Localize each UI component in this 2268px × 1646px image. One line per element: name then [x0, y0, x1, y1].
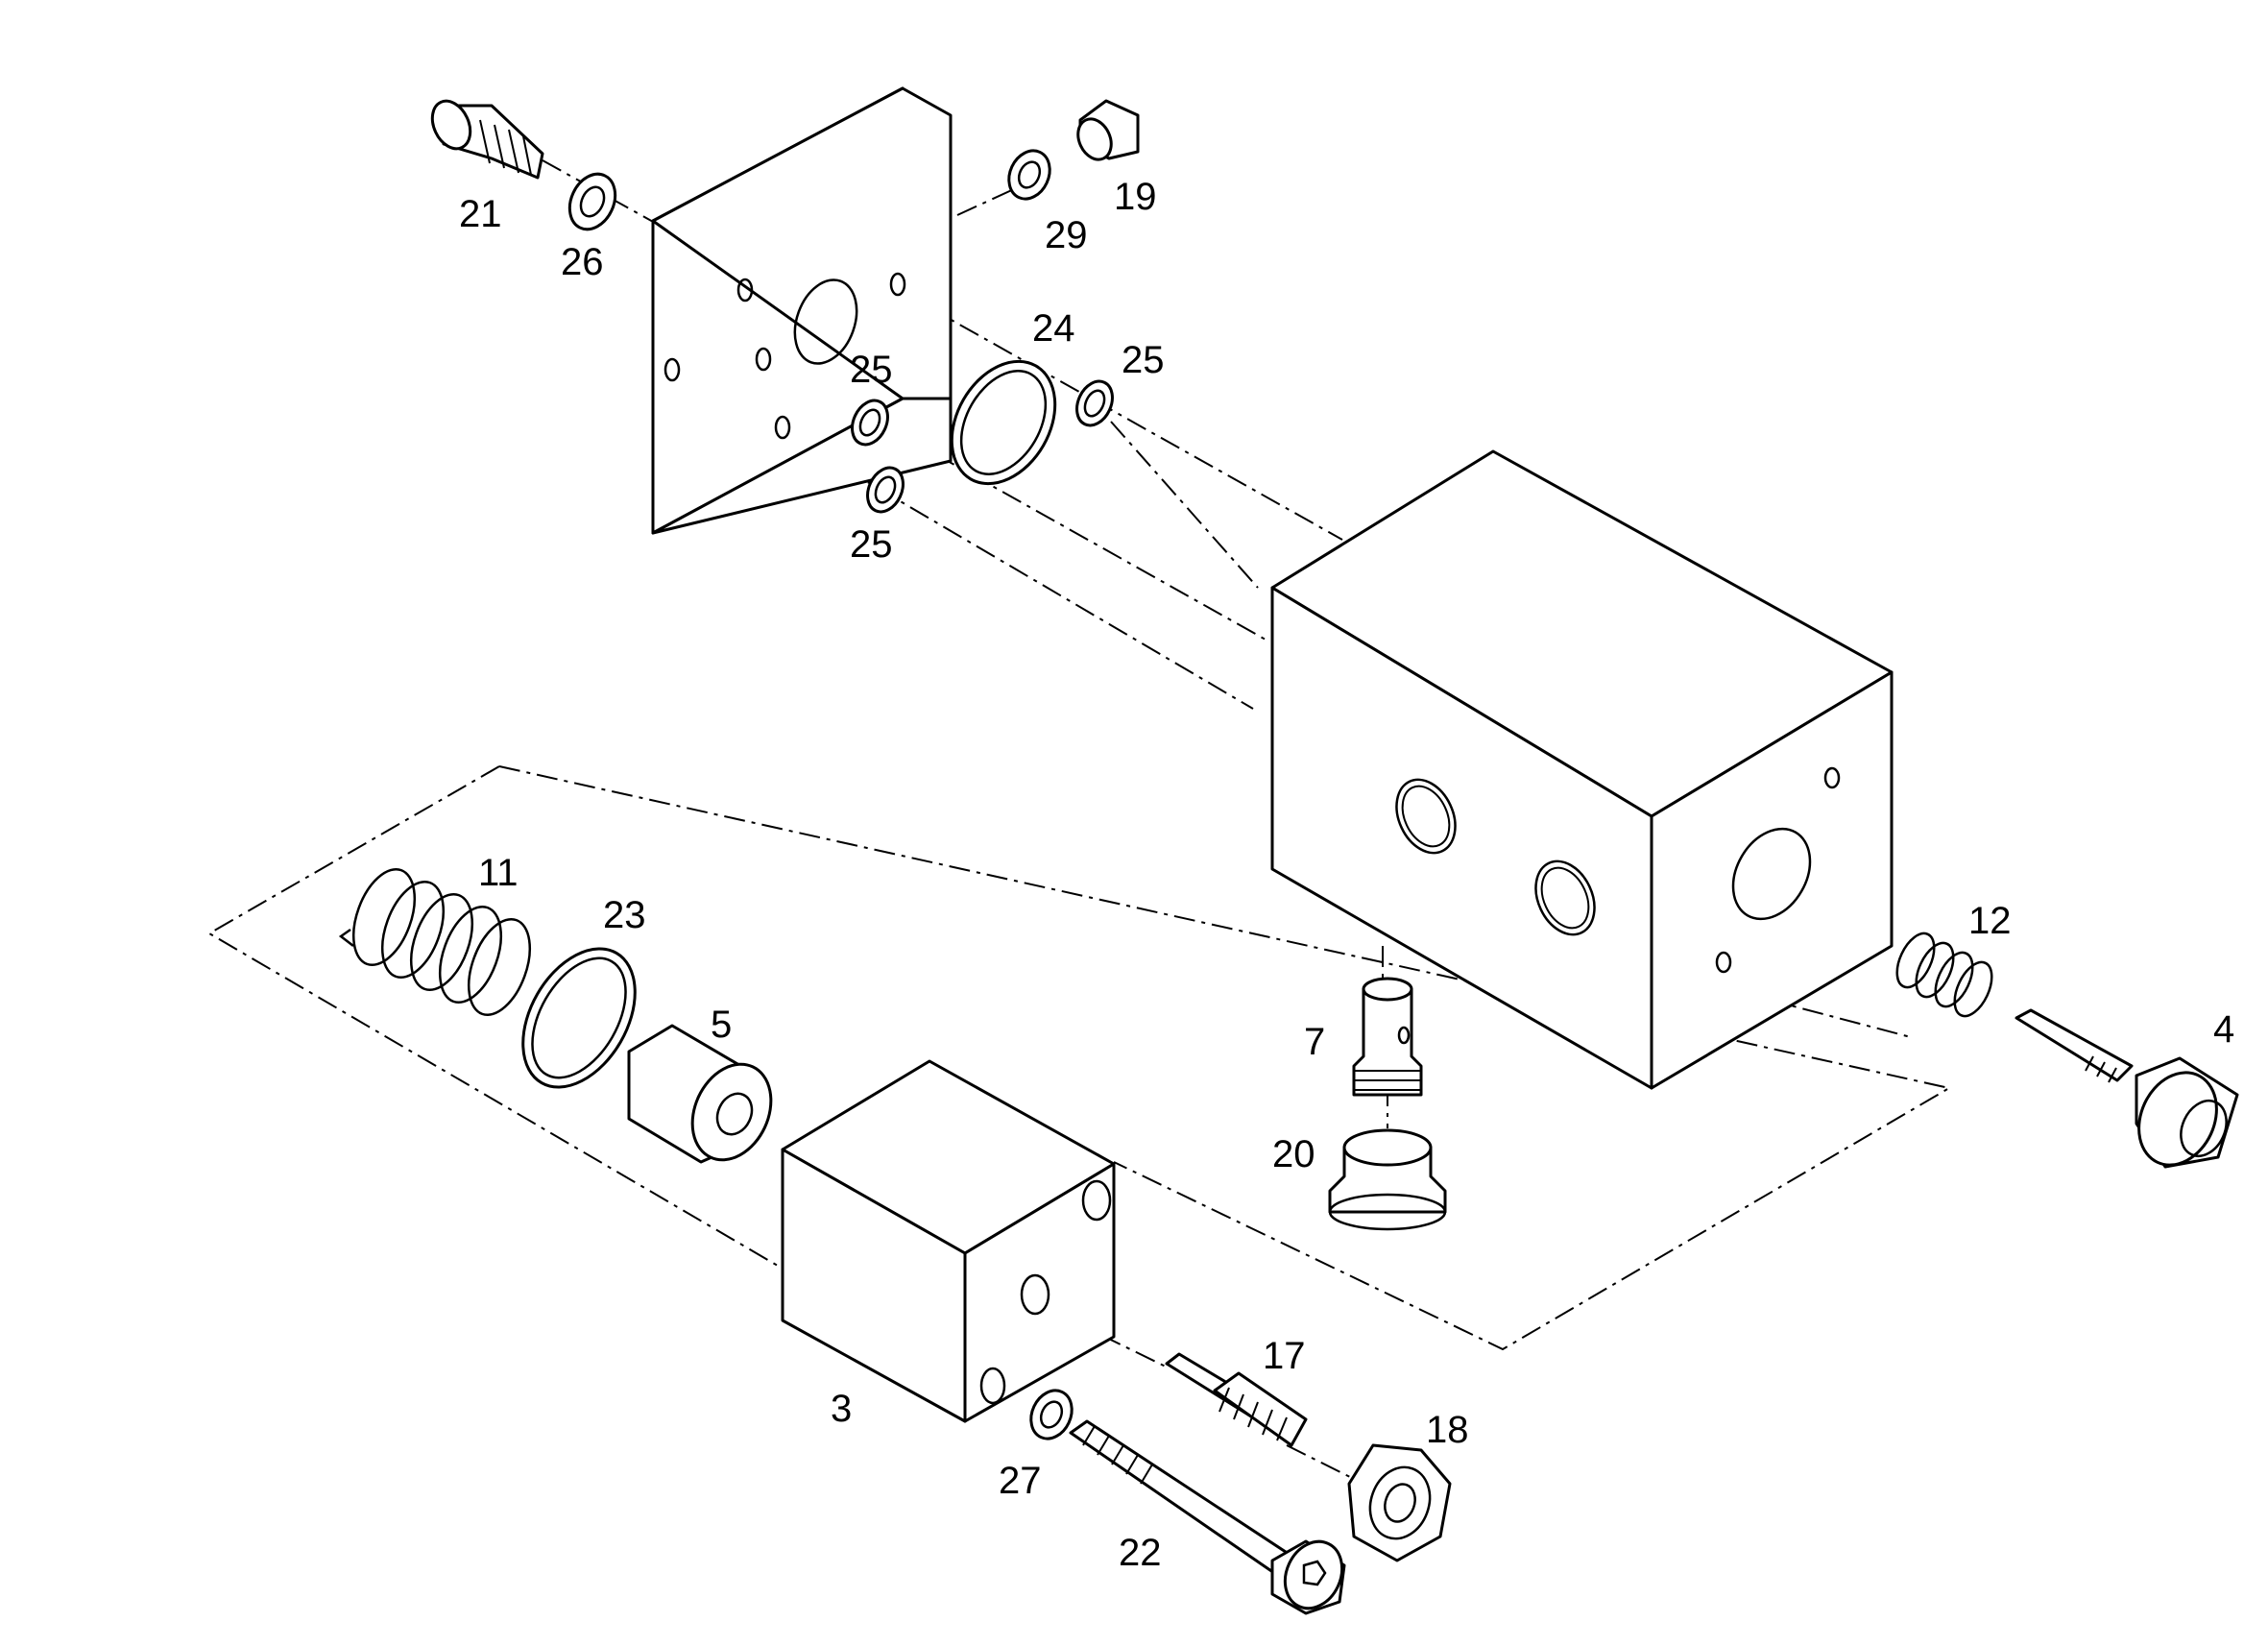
sleeve-5 [627, 1024, 773, 1164]
cap-nut-4 [2135, 1056, 2239, 1169]
callout-25-right: 25 [1122, 339, 1165, 381]
callout-29: 29 [1045, 214, 1088, 256]
screw-21 [430, 99, 544, 180]
o-ring-24 [950, 359, 1057, 486]
washer-27 [1029, 1389, 1074, 1440]
callout-12: 12 [1968, 900, 2012, 942]
screw-17 [1165, 1352, 1308, 1447]
callout-4: 4 [2213, 1008, 2234, 1051]
washer-26 [567, 172, 617, 231]
washer-29 [1007, 149, 1051, 201]
callout-labels: 21 26 19 29 24 25 25 25 11 23 5 12 4 7 2… [459, 176, 2234, 1574]
callout-27: 27 [999, 1460, 1042, 1502]
callout-24: 24 [1032, 307, 1075, 350]
o-ring-23 [521, 947, 637, 1089]
callout-17: 17 [1263, 1335, 1306, 1377]
callout-21: 21 [459, 193, 502, 235]
valve-body [1270, 449, 1894, 1090]
callout-7: 7 [1304, 1021, 1325, 1063]
cartridge-block [781, 1059, 1116, 1423]
plug-20 [1328, 1128, 1447, 1231]
callout-19: 19 [1114, 176, 1157, 218]
insert-7 [1352, 977, 1423, 1097]
cover-plate [651, 86, 953, 535]
spring-pin [2015, 1008, 2134, 1083]
callout-5: 5 [711, 1004, 732, 1046]
callout-18: 18 [1426, 1409, 1469, 1451]
o-rings-25 [851, 379, 1114, 514]
callout-11: 11 [478, 852, 519, 894]
bolt-22 [1069, 1419, 1346, 1615]
spring-12 [1895, 932, 1993, 1018]
spring-11 [338, 867, 532, 1017]
nut-18 [1347, 1443, 1452, 1562]
callout-22: 22 [1119, 1532, 1162, 1574]
callout-3: 3 [831, 1388, 852, 1430]
callout-25-lower: 25 [850, 523, 893, 566]
callout-23: 23 [603, 894, 646, 936]
callout-20: 20 [1272, 1133, 1315, 1175]
callout-26: 26 [561, 241, 604, 283]
plug-19 [1076, 99, 1140, 161]
callout-25-upper: 25 [850, 349, 893, 391]
